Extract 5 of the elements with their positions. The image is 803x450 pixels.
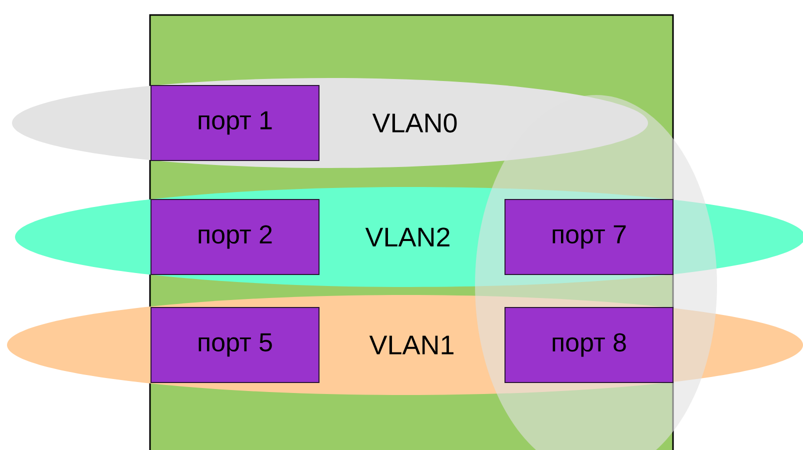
port-box: порт 2 xyxy=(150,199,320,275)
port-box: порт 7 xyxy=(504,199,674,275)
port-box: порт 1 xyxy=(150,85,320,161)
port-box: порт 8 xyxy=(504,307,674,383)
port-box: порт 5 xyxy=(150,307,320,383)
